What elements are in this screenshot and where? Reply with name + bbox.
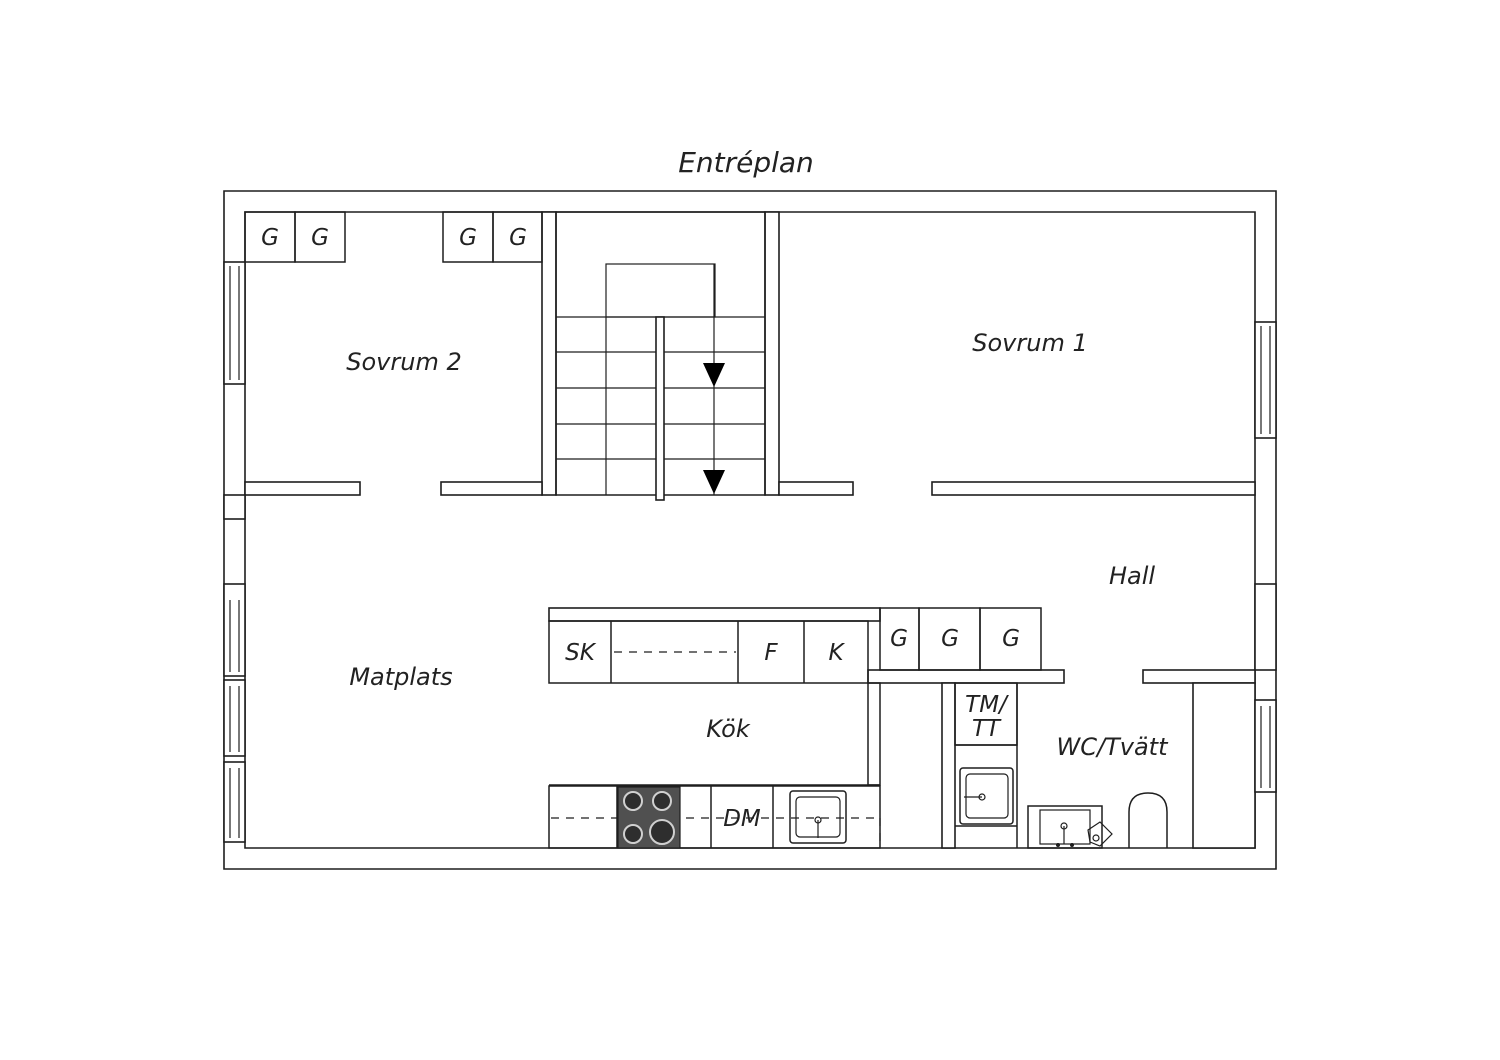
- wardrobe-label: G: [941, 626, 959, 652]
- room-label-sovrum1: Sovrum 1: [972, 329, 1087, 357]
- staircase: [555, 211, 766, 501]
- wardrobes-hall: G G G: [879, 607, 1042, 671]
- window-matplats-2: [223, 679, 246, 757]
- stair-handrail: [655, 316, 665, 501]
- toilet-icon: [1128, 792, 1168, 848]
- dishwasher-label: DM: [723, 806, 761, 832]
- room-label-matplats: Matplats: [349, 663, 452, 691]
- window-sovrum2: [223, 261, 246, 385]
- window-matplats-3: [223, 761, 246, 843]
- washer-label: TM/: [965, 692, 1009, 718]
- laundry-sink-icon: [959, 767, 1014, 825]
- stove-icon: [617, 786, 681, 849]
- wardrobes-sovrum2: G G G G: [244, 211, 543, 263]
- dryer-label: TT: [972, 716, 1002, 742]
- window-matplats-1: [223, 583, 246, 677]
- outer-walls: [223, 190, 1277, 870]
- wall-notch-left: [223, 494, 246, 520]
- freezer-label: F: [764, 640, 778, 666]
- kitchen-sink-icon: [789, 790, 847, 844]
- kitchen-upper-counter: SK F K: [548, 620, 869, 684]
- wardrobe-label: G: [459, 225, 477, 251]
- room-label-kok: Kök: [706, 715, 751, 743]
- room-label-hall: Hall: [1109, 562, 1155, 590]
- room-label-sovrum2: Sovrum 2: [346, 348, 461, 376]
- pantry-label: SK: [565, 640, 597, 666]
- room-label-wc: WC/Tvätt: [1057, 733, 1170, 761]
- window-wc: [1254, 699, 1277, 793]
- wc-area: TM/ TT: [954, 682, 1168, 849]
- stair-arrow-icon: [703, 363, 725, 387]
- wardrobe-label: G: [890, 626, 908, 652]
- plan-title: Entréplan: [678, 146, 814, 179]
- wall-notch-right: [1254, 583, 1277, 671]
- wardrobe-label: G: [1002, 626, 1020, 652]
- kitchen-lower-counter: DM: [548, 785, 881, 849]
- wardrobe-label: G: [509, 225, 527, 251]
- wardrobe-label: G: [261, 225, 279, 251]
- window-sovrum1: [1254, 321, 1277, 439]
- fridge-label: K: [828, 640, 845, 666]
- windows: [223, 261, 1277, 843]
- stair-arrow-icon: [703, 470, 725, 494]
- washbasin-icon: [1027, 805, 1113, 849]
- wardrobe-label: G: [311, 225, 329, 251]
